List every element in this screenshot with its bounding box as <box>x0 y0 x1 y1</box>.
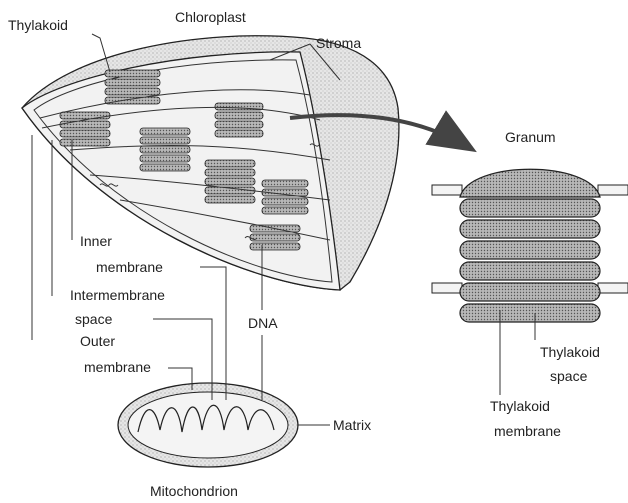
lamella-left-top <box>432 185 462 195</box>
label-thylakoid-space-2: space <box>550 368 588 384</box>
mitochondrion-inner <box>128 392 288 458</box>
label-granum: Granum <box>505 129 556 145</box>
label-mitochondrion: Mitochondrion <box>150 483 238 499</box>
label-inner-membrane-2: membrane <box>96 259 163 275</box>
label-intermembrane-space-2: space <box>75 311 113 327</box>
label-thylakoid-membrane-1: Thylakoid <box>490 398 550 414</box>
label-matrix: Matrix <box>333 417 371 433</box>
mitochondrion <box>118 383 298 467</box>
label-intermembrane-space-1: Intermembrane <box>70 287 165 303</box>
label-outer-membrane-2: membrane <box>84 359 151 375</box>
label-inner-membrane-1: Inner <box>80 233 112 249</box>
label-stroma: Stroma <box>316 35 361 51</box>
label-thylakoid-space-1: Thylakoid <box>540 344 600 360</box>
thylakoid-discs <box>460 199 600 322</box>
label-thylakoid-membrane-2: membrane <box>494 423 561 439</box>
granum-dome <box>460 169 600 197</box>
label-chloroplast: Chloroplast <box>175 9 246 25</box>
lamella-left-bottom <box>432 283 462 293</box>
chloroplast <box>22 36 399 290</box>
label-thylakoid: Thylakoid <box>8 17 68 33</box>
label-outer-membrane-1: Outer <box>80 333 115 349</box>
granum <box>432 169 628 322</box>
lamella-right-bottom <box>598 283 628 293</box>
label-dna: DNA <box>248 315 278 331</box>
lamella-right-top <box>598 185 628 195</box>
